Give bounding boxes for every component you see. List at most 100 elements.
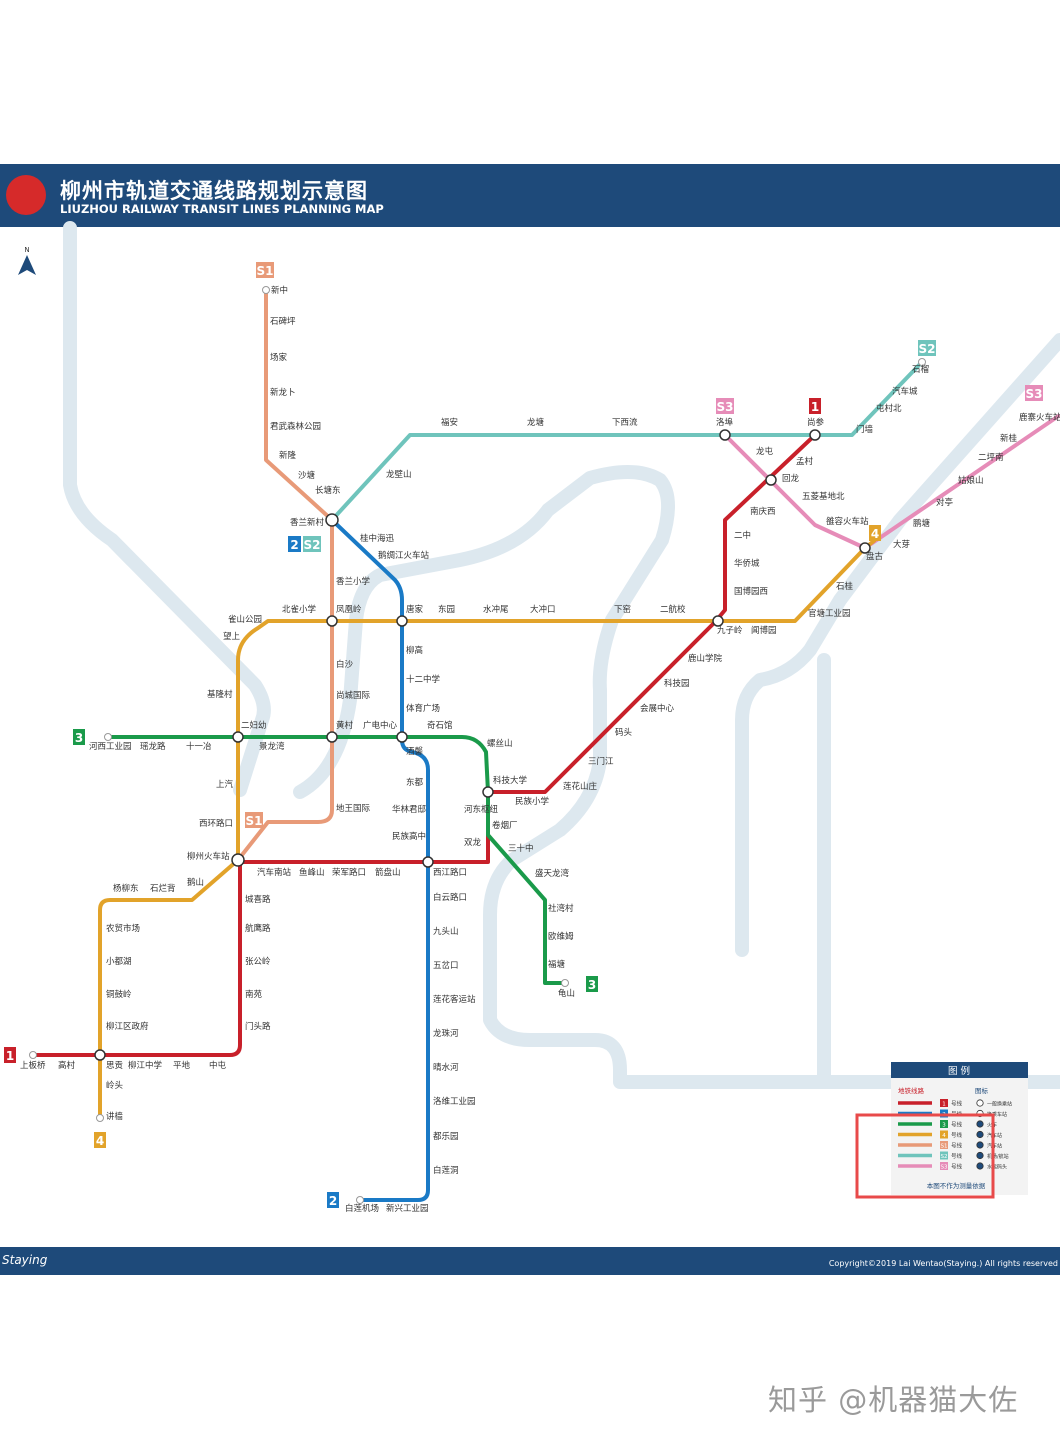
station-qingshuihe[interactable]: 晴水河 bbox=[433, 1062, 459, 1073]
station-menjiang[interactable]: 门墙 bbox=[856, 424, 874, 435]
station-chengzhonglu[interactable]: 城喜路 bbox=[245, 894, 271, 905]
interchange-mengcun[interactable] bbox=[765, 474, 777, 486]
station-duiting[interactable]: 对亭 bbox=[936, 497, 953, 508]
station-qichecheng[interactable]: 汽车城 bbox=[892, 386, 918, 397]
station-huangcun[interactable]: 黄村 bbox=[336, 720, 354, 731]
station-dongdu[interactable]: 东都 bbox=[406, 777, 424, 788]
station-dulezhuan[interactable]: 都乐园 bbox=[433, 1131, 459, 1142]
station-xinqian[interactable]: 新桂 bbox=[1000, 433, 1018, 444]
station-nanyuan[interactable]: 南苑 bbox=[245, 989, 263, 1000]
station-jinqiao[interactable]: 讲樯 bbox=[106, 1111, 124, 1122]
station-pingdi[interactable]: 平地 bbox=[173, 1060, 191, 1071]
interchange-fenghuangling[interactable] bbox=[326, 615, 338, 627]
station-minzuxiaoxue[interactable]: 民族小学 bbox=[515, 796, 550, 807]
station-kejidaxue[interactable]: 科技大学 bbox=[493, 775, 528, 786]
station-dizhuguoji[interactable]: 地王国际 bbox=[336, 803, 371, 814]
station-guangbosyuan[interactable]: 闻博园 bbox=[751, 625, 777, 636]
station-luoshishan[interactable]: 螺丝山 bbox=[487, 738, 513, 749]
interchange-liuzhouhuochezhan[interactable] bbox=[231, 853, 245, 867]
station-liuzhouhuochezhan[interactable]: 柳州火车站 bbox=[187, 851, 230, 862]
station-beiquexiaoxue[interactable]: 北雀小学 bbox=[282, 604, 317, 615]
station-huaqiaocheng[interactable]: 华侨城 bbox=[734, 558, 760, 569]
interchange-huangcun[interactable] bbox=[326, 731, 338, 743]
station-guobowuxi[interactable]: 国博园西 bbox=[734, 586, 768, 597]
station-shengtianlongwan[interactable]: 盛天龙湾 bbox=[535, 868, 570, 879]
station-matou[interactable]: 码头 bbox=[615, 727, 633, 738]
station-luobu[interactable]: 洛埠 bbox=[716, 417, 734, 428]
station-dawu[interactable]: 大芽 bbox=[893, 539, 910, 550]
station-yangliudong[interactable]: 杨柳东 bbox=[113, 883, 139, 894]
station-huilong[interactable]: 回龙 bbox=[782, 473, 800, 484]
station-baisha[interactable]: 白沙 bbox=[336, 659, 354, 670]
station-sanshizhong[interactable]: 三十中 bbox=[508, 843, 534, 854]
station-luozhaihuochezhan[interactable]: 鹿寨火车站 bbox=[1019, 412, 1060, 423]
station-tiyuguangchang[interactable]: 体育广场 bbox=[406, 703, 440, 714]
station-pengtang[interactable]: 鹏塘 bbox=[913, 518, 931, 529]
station-xinxinggongyeyuan[interactable]: 新兴工业园 bbox=[386, 1203, 429, 1214]
station-guanjiegongyeyuan[interactable]: 官塘工业园 bbox=[808, 608, 851, 619]
station-longbishan[interactable]: 龙壁山 bbox=[386, 469, 412, 480]
station-shangbanqiao[interactable]: 上板桥 bbox=[20, 1060, 46, 1071]
station-sanmenjiang[interactable]: 三门江 bbox=[588, 756, 614, 767]
station-guniangshan[interactable]: 姑娘山 bbox=[958, 475, 984, 486]
station-lingtou[interactable]: 岭头 bbox=[106, 1080, 124, 1091]
interchange-pangu[interactable] bbox=[859, 542, 871, 554]
station-qichenanzhan[interactable]: 汽车南站 bbox=[257, 867, 292, 878]
station-shierzhongxue[interactable]: 十二中学 bbox=[406, 674, 441, 685]
interchange-tangjia[interactable] bbox=[396, 615, 408, 627]
station-xinlong[interactable]: 新隆 bbox=[279, 450, 297, 461]
station-zhongtun[interactable]: 中屯 bbox=[209, 1060, 227, 1071]
terminal-bailianjichang[interactable] bbox=[356, 1196, 364, 1204]
station-shigui[interactable]: 石桂 bbox=[836, 581, 854, 592]
station-hexigongyeyuan[interactable]: 河西工业园 bbox=[89, 741, 132, 752]
station-zhanggongling[interactable]: 张公岭 bbox=[245, 956, 271, 967]
station-wulongkou[interactable]: 五岔口 bbox=[433, 960, 459, 971]
station-liujianghuochezhan[interactable]: 鹅绸江火车站 bbox=[378, 550, 430, 561]
station-guangdianzhongxin[interactable]: 广电中心 bbox=[363, 720, 398, 731]
station-tongguling[interactable]: 铜鼓岭 bbox=[106, 989, 132, 1000]
station-shibeiping[interactable]: 石碑坪 bbox=[270, 316, 296, 327]
station-jinglongwan[interactable]: 景龙湾 bbox=[259, 741, 285, 752]
station-longtun[interactable]: 龙屯 bbox=[756, 446, 774, 457]
station-qishiguan[interactable]: 奇石馆 bbox=[427, 720, 453, 731]
station-sigong[interactable]: 思贡 bbox=[106, 1061, 123, 1071]
station-jiutoushan[interactable]: 九头山 bbox=[433, 926, 459, 937]
station-liujiangquzheng[interactable]: 柳江区政府 bbox=[106, 1021, 149, 1032]
station-changtangdong[interactable]: 长塘东 bbox=[315, 485, 341, 496]
station-tangjia[interactable]: 唐家 bbox=[406, 604, 424, 615]
station-shangqi[interactable]: 上汽 bbox=[216, 779, 234, 790]
station-yufengshan[interactable]: 鱼峰山 bbox=[299, 867, 325, 878]
station-xinlongbu[interactable]: 新龙卜 bbox=[270, 387, 296, 398]
station-dongyuan[interactable]: 东园 bbox=[438, 604, 455, 615]
station-mengcun[interactable]: 孟村 bbox=[796, 456, 814, 467]
station-longzhuhe[interactable]: 龙珠河 bbox=[433, 1028, 459, 1039]
station-yangjia[interactable]: 场家 bbox=[270, 352, 288, 363]
station-xinzhong[interactable]: 新中 bbox=[271, 285, 288, 296]
station-wangshang[interactable]: 望上 bbox=[223, 631, 241, 642]
terminal-shangbanqiao[interactable] bbox=[29, 1051, 37, 1059]
terminal-shiliu[interactable] bbox=[918, 358, 926, 366]
interchange-sigong[interactable] bbox=[94, 1049, 106, 1061]
station-shatang[interactable]: 沙塘 bbox=[298, 470, 316, 481]
station-erzhong[interactable]: 二中 bbox=[734, 530, 751, 541]
station-guizhonghaian[interactable]: 桂中海迅 bbox=[360, 533, 395, 544]
station-ronjunlukou[interactable]: 荣军路口 bbox=[332, 867, 366, 878]
station-jiuziling[interactable]: 九子岭 bbox=[717, 625, 743, 636]
station-luoweigongyeyuan[interactable]: 洛维工业园 bbox=[433, 1096, 476, 1107]
station-shibiyu[interactable]: 石烂背 bbox=[150, 883, 176, 894]
station-queshangongyuan[interactable]: 雀山公园 bbox=[228, 614, 262, 625]
station-nongmaoshichang[interactable]: 农贸市场 bbox=[106, 923, 140, 934]
terminal-guishan[interactable] bbox=[561, 979, 569, 987]
station-xihuanlukou[interactable]: 西环路口 bbox=[199, 818, 233, 829]
station-jianpanshan[interactable]: 箭盘山 bbox=[375, 867, 401, 878]
station-longtang[interactable]: 龙塘 bbox=[527, 417, 545, 428]
station-bailianjichang[interactable]: 白莲机场 bbox=[345, 1203, 379, 1214]
station-luorongche[interactable]: 雒容火车站 bbox=[826, 516, 869, 527]
station-guanluo[interactable]: 福塘 bbox=[548, 959, 566, 970]
station-xiaodouhu[interactable]: 小都湖 bbox=[106, 956, 132, 967]
station-liannhuashanzhuang[interactable]: 莲花山庄 bbox=[563, 781, 598, 792]
station-shuichongwei[interactable]: 水冲尾 bbox=[483, 604, 509, 615]
station-lianhuakeyunzhan[interactable]: 莲花客运站 bbox=[433, 994, 476, 1005]
terminal-hexigongyeyuan[interactable] bbox=[104, 733, 112, 741]
station-liujiangzhongxue[interactable]: 柳江中学 bbox=[128, 1060, 163, 1071]
